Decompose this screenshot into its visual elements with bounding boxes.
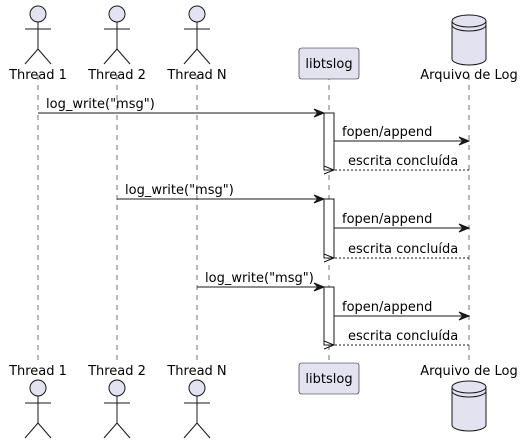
actor-t2-top-icon bbox=[103, 5, 131, 65]
activation-bar bbox=[323, 286, 335, 346]
participant-box-lib-top bbox=[298, 47, 360, 80]
message-arrow: escrita concluída bbox=[323, 329, 469, 350]
message-label: fopen/append bbox=[342, 300, 432, 315]
message-arrow: fopen/append bbox=[334, 300, 471, 321]
database-log-bottom-icon bbox=[451, 380, 487, 432]
actor-tn-top-icon bbox=[183, 5, 211, 65]
message-label: escrita concluída bbox=[348, 329, 458, 344]
message-arrow: escrita concluída bbox=[323, 154, 469, 175]
database-log-top-icon bbox=[451, 14, 487, 66]
participant-label-t2-bottom: Thread 2 bbox=[87, 364, 146, 379]
message-arrow: log_write("msg") bbox=[117, 183, 326, 204]
participant-label-log-top: Arquivo de Log bbox=[420, 68, 518, 83]
messages: log_write("msg") fopen/append escrita conc… bbox=[38, 97, 471, 350]
participant-label-tn-top: Thread N bbox=[166, 68, 226, 83]
participant-label-t2-top: Thread 2 bbox=[87, 68, 146, 83]
message-arrow: fopen/append bbox=[334, 125, 471, 146]
message-label: escrita concluída bbox=[348, 242, 458, 257]
message-label: fopen/append bbox=[342, 125, 432, 140]
participant-label-lib-top: libtslog bbox=[305, 57, 352, 72]
activation-bar bbox=[323, 112, 335, 171]
activation-bar bbox=[323, 198, 335, 259]
message-label: log_write("msg") bbox=[205, 271, 314, 286]
participant-label-lib-bottom: libtslog bbox=[305, 372, 352, 387]
actor-t2-bottom-icon bbox=[103, 379, 131, 439]
message-label: log_write("msg") bbox=[125, 183, 234, 198]
actor-t1-top-icon bbox=[24, 5, 52, 65]
message-label: fopen/append bbox=[342, 212, 432, 227]
participant-label-tn-bottom: Thread N bbox=[166, 364, 226, 379]
actor-tn-bottom-icon bbox=[183, 379, 211, 439]
activation-bars bbox=[323, 112, 335, 346]
message-arrow: fopen/append bbox=[334, 212, 471, 233]
message-arrow: escrita concluída bbox=[323, 242, 469, 263]
actor-t1-bottom-icon bbox=[24, 379, 52, 439]
participant-heads: Thread 1 Thread 1 Thread 2 Thread 2 Thread N… bbox=[8, 5, 518, 439]
message-arrow: log_write("msg") bbox=[197, 271, 326, 292]
message-label: log_write("msg") bbox=[46, 97, 155, 112]
message-arrow: log_write("msg") bbox=[38, 97, 326, 118]
participant-label-t1-top: Thread 1 bbox=[8, 68, 67, 83]
participant-label-t1-bottom: Thread 1 bbox=[8, 364, 67, 379]
message-label: escrita concluída bbox=[348, 154, 458, 169]
participant-box-lib-bottom bbox=[298, 362, 360, 395]
participant-label-log-bottom: Arquivo de Log bbox=[420, 364, 518, 379]
